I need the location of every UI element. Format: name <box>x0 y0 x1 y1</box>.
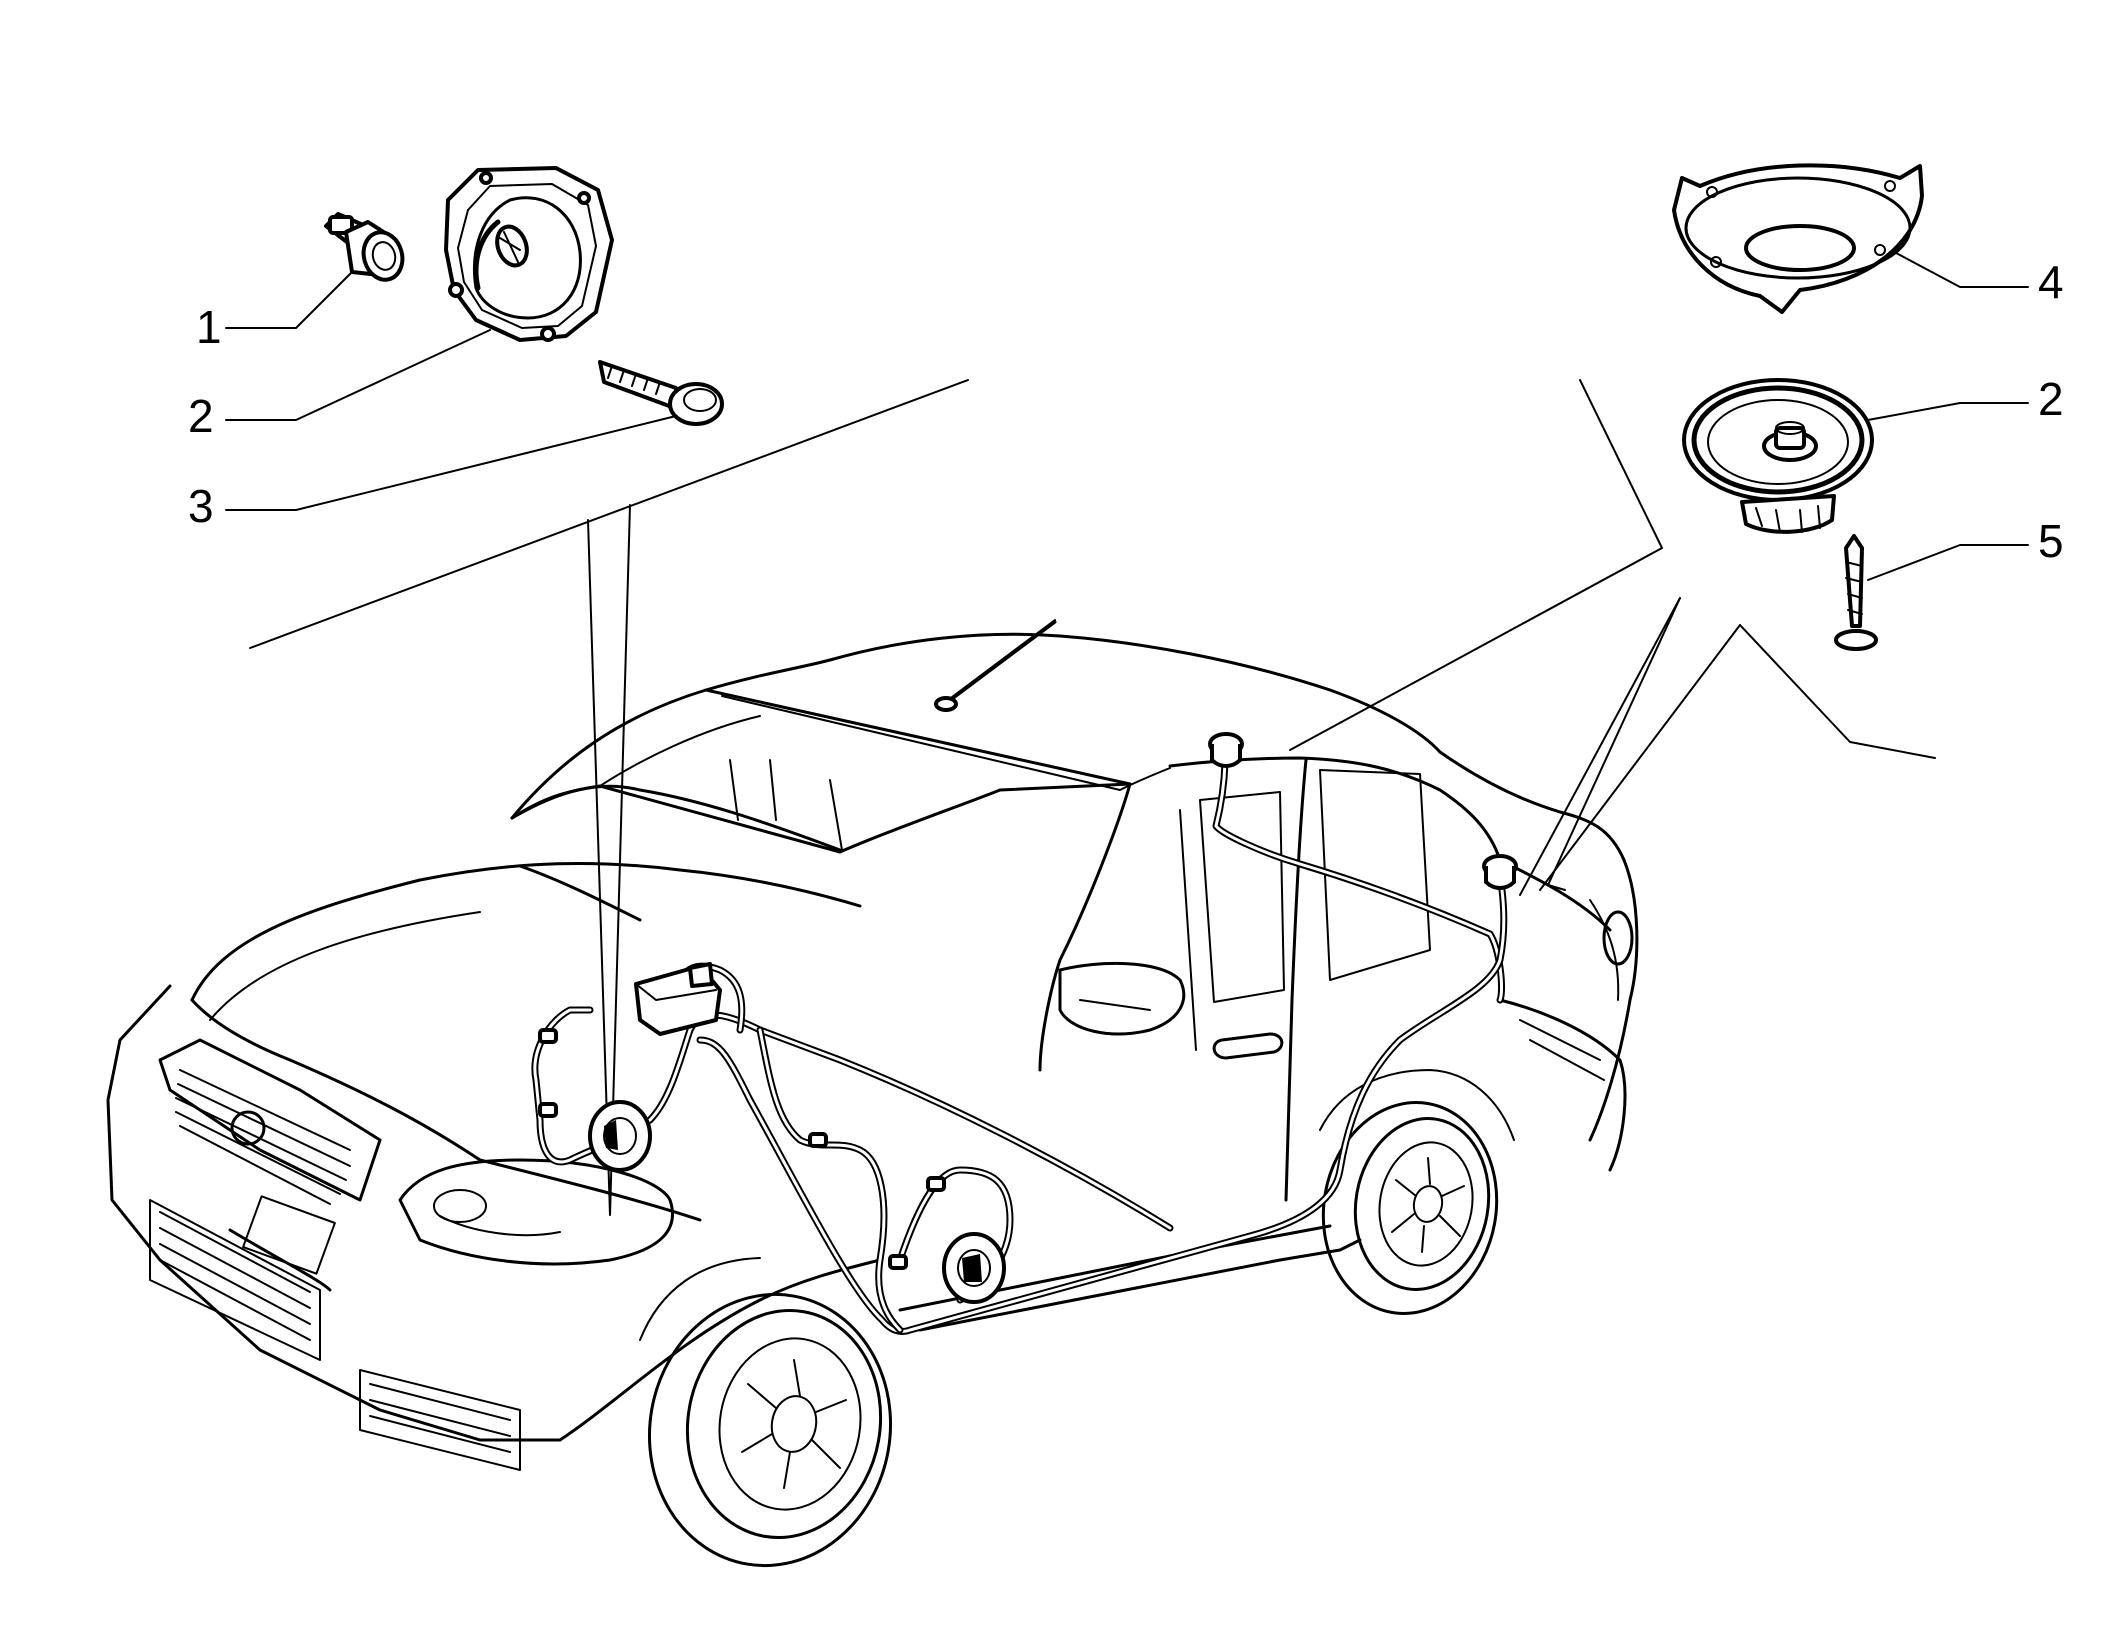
callout-label-4: 4 <box>2038 256 2064 308</box>
leader-line-2-front <box>225 329 491 421</box>
support-plate-part <box>1672 163 1924 314</box>
callout-label-2-front: 2 <box>188 390 214 442</box>
rear-speaker-part <box>1682 378 1874 534</box>
callout-label-5: 5 <box>2038 515 2064 567</box>
tweeter-part <box>324 212 405 282</box>
leader-lines <box>225 237 2029 1216</box>
callout-label-1: 1 <box>196 301 222 353</box>
leader-line-4 <box>1867 237 2029 288</box>
leader-line-1 <box>225 261 363 329</box>
callout-label-2-rear: 2 <box>2038 373 2064 425</box>
callout-labels: 1 2 3 4 2 5 <box>188 256 2064 567</box>
antenna <box>934 620 1057 712</box>
leader-line-2-rear <box>1867 402 2029 421</box>
leader-line-3 <box>225 415 677 511</box>
fastening-plug-part <box>598 360 724 426</box>
car-illustration <box>106 632 1639 1568</box>
rear-wheel <box>1319 1069 1515 1315</box>
front-wheel <box>639 1257 893 1568</box>
leader-line-5 <box>1867 544 2029 581</box>
callout-label-3: 3 <box>188 480 214 532</box>
screw-part <box>1834 534 1878 651</box>
front-speaker-part <box>444 166 614 342</box>
wiring-harness <box>531 732 1518 1336</box>
